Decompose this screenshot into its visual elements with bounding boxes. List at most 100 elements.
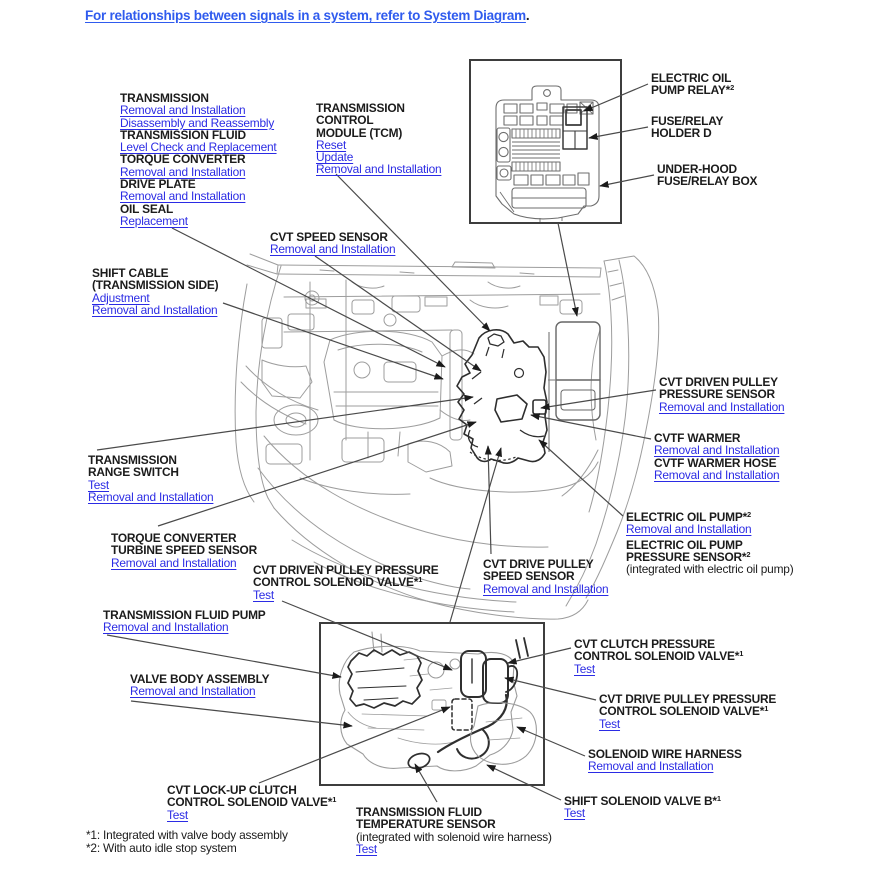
procedure-link[interactable]: Removal and Installation	[588, 760, 742, 772]
part-name: TRANSMISSION FLUID PUMP	[103, 609, 266, 621]
part-name: TRANSMISSION	[120, 92, 277, 104]
label-text: TORQUE CONVERTER	[111, 531, 237, 545]
label-text[interactable]: Disassembly and Reassembly	[120, 115, 275, 130]
part-name: SHIFT SOLENOID VALVE B*1	[564, 795, 721, 807]
procedure-link[interactable]: Removal and Installation	[654, 443, 780, 458]
part-name: CONTROL SOLENOID VALVE*1	[253, 576, 439, 588]
label-text[interactable]: Test	[167, 807, 189, 822]
label-text[interactable]: Removal and Installation	[588, 759, 714, 774]
tcm-leader	[335, 173, 491, 332]
footnote-line: *1: Integrated with valve body assembly	[86, 828, 288, 842]
label-text[interactable]: Removal and Installation	[659, 399, 785, 414]
engine-bay-drawing-shape	[304, 290, 320, 306]
system-diagram-link[interactable]: For relationships between signals in a s…	[85, 8, 526, 23]
procedure-link[interactable]: Test	[574, 661, 743, 676]
fuse-relay-box-drawing-shape	[515, 162, 557, 171]
label-text: CVT DRIVE PULLEY PRESSURE	[599, 692, 777, 706]
procedure-link[interactable]: Disassembly and Reassembly	[120, 115, 277, 130]
label-text[interactable]: Test	[599, 716, 621, 731]
procedure-link[interactable]: Level Check and Replacement	[120, 141, 277, 153]
procedure-link[interactable]: Removal and Installation	[483, 581, 609, 596]
cvt-speed-sensor-leader	[314, 255, 482, 372]
leader-lines	[96, 83, 657, 803]
engine-bay-drawing-shape	[451, 261, 496, 269]
label-text[interactable]: Removal and Installation	[120, 164, 246, 179]
label-text[interactable]: Removal and Installation	[120, 189, 246, 204]
torque-converter-turbine-speed-sensor-leader	[157, 421, 477, 527]
label-text[interactable]: Update	[316, 150, 354, 165]
label-text[interactable]: Removal and Installation	[130, 684, 256, 699]
solenoid-wire-harness-leader	[516, 726, 586, 757]
part-name: PRESSURE SENSOR*2	[626, 551, 793, 563]
part-name: ELECTRIC OIL	[651, 72, 734, 84]
label-text[interactable]: Removal and Installation	[654, 467, 780, 482]
label-text[interactable]: Test	[574, 661, 596, 676]
procedure-link[interactable]: Removal and Installation	[92, 304, 218, 316]
procedure-link[interactable]: Test	[599, 716, 776, 731]
label-text[interactable]: Test	[564, 806, 586, 821]
label-text: PUMP RELAY*	[651, 83, 731, 98]
part-name: SHIFT CABLE	[92, 267, 218, 279]
procedure-link[interactable]: Removal and Installation	[626, 523, 793, 535]
label-text[interactable]: Removal and Installation	[626, 522, 752, 537]
procedure-link[interactable]: Removal and Installation	[316, 162, 442, 177]
procedure-link[interactable]: Test	[356, 843, 552, 855]
part-name: TEMPERATURE SENSOR	[356, 818, 552, 830]
label-text[interactable]: Removal and Installation	[654, 443, 780, 458]
procedure-link[interactable]: Test	[88, 477, 213, 492]
procedure-link[interactable]: Removal and Installation	[654, 467, 780, 482]
label-text[interactable]: Removal and Installation	[92, 302, 218, 317]
procedure-link[interactable]: Removal and Installation	[659, 399, 785, 414]
label-text[interactable]: Level Check and Replacement	[120, 140, 277, 155]
fuse-relay-box-drawing-shape	[536, 102, 548, 111]
label-text: CVT SPEED SENSOR	[270, 230, 388, 244]
part-note: (integrated with solenoid wire harness)	[356, 830, 552, 843]
engine-bay-drawing-shape	[607, 269, 625, 301]
label-text[interactable]: Removal and Installation	[103, 620, 229, 635]
label-text[interactable]: Removal and Installation	[316, 162, 442, 177]
label-text[interactable]: Removal and Installation	[111, 555, 237, 570]
label-shift-cable: SHIFT CABLE(TRANSMISSION SIDE)Adjustment…	[92, 267, 219, 316]
procedure-link[interactable]: Test	[253, 587, 439, 602]
procedure-link[interactable]: Replacement	[120, 215, 277, 227]
fuse-relay-box-drawing-shape	[543, 89, 551, 97]
label-text[interactable]: Test	[253, 587, 275, 602]
procedure-link[interactable]: Removal and Installation	[120, 190, 277, 202]
fuse-relay-box-drawing-shape	[519, 115, 534, 126]
label-text: RANGE SWITCH	[88, 465, 179, 480]
procedure-link[interactable]: Update	[316, 151, 441, 163]
procedure-link[interactable]: Reset	[316, 139, 441, 151]
label-text: CONTROL	[316, 113, 374, 128]
fuse-relay-box-drawing-shape	[577, 172, 590, 186]
procedure-link[interactable]: Removal and Installation	[130, 685, 269, 697]
label-text[interactable]: Removal and Installation	[270, 242, 396, 257]
procedure-link[interactable]: Removal and Installation	[120, 104, 277, 116]
procedure-link[interactable]: Removal and Installation	[270, 242, 396, 257]
label-text[interactable]: Adjustment	[92, 290, 150, 305]
label-text[interactable]: Removal and Installation	[88, 489, 214, 504]
label-text: TRANSMISSION	[120, 91, 209, 105]
procedure-link[interactable]: Removal and Installation	[88, 489, 214, 504]
procedure-link[interactable]: Test	[167, 807, 336, 822]
procedure-link[interactable]: Test	[564, 807, 721, 819]
cvt-driven-pulley-pressure-sensor-leader	[540, 389, 657, 411]
label-text: TEMPERATURE SENSOR	[356, 817, 496, 832]
label-text[interactable]: Test	[88, 477, 110, 492]
label-text[interactable]: Replacement	[120, 213, 188, 228]
fuse-relay-box-drawing-shape	[512, 141, 560, 159]
label-text[interactable]: Test	[356, 841, 378, 856]
label-text[interactable]: Removal and Installation	[483, 581, 609, 596]
label-text[interactable]: Reset	[316, 137, 347, 152]
transmission-group-leader	[171, 227, 446, 368]
procedure-link[interactable]: Removal and Installation	[103, 621, 266, 633]
procedure-link[interactable]: Removal and Installation	[111, 555, 257, 570]
label-text: CVT DRIVEN PULLEY PRESSURE	[253, 563, 439, 577]
engine-bay-drawing-shape	[424, 296, 448, 307]
procedure-link[interactable]: Removal and Installation	[120, 166, 277, 178]
label-text[interactable]: Removal and Installation	[120, 103, 246, 118]
procedure-link[interactable]: Adjustment	[92, 290, 218, 305]
